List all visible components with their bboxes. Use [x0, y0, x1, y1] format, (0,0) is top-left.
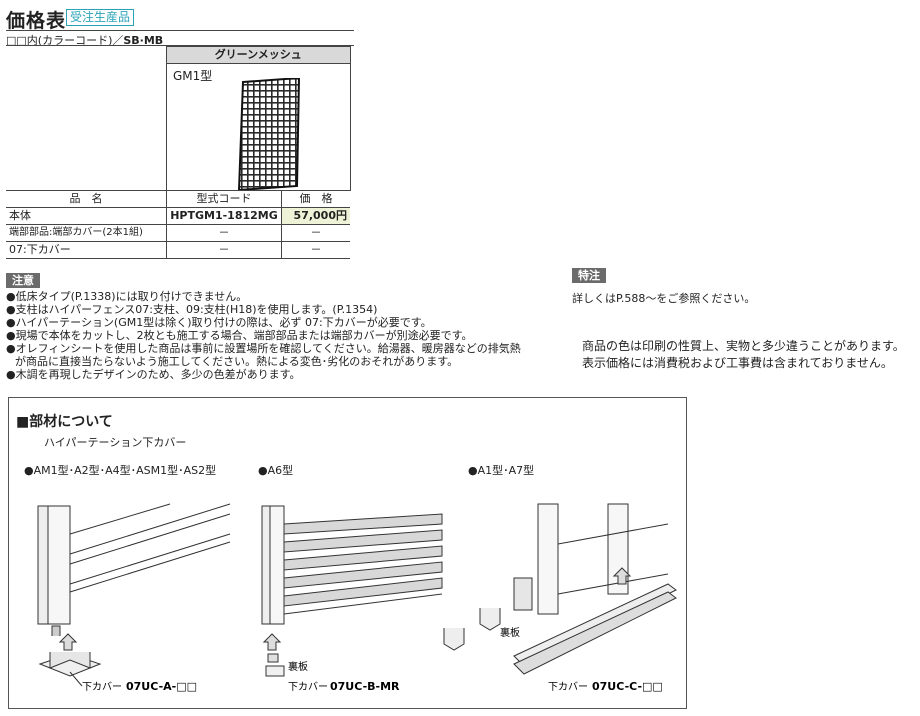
- cover-a-label-code: 07UC-A-□□: [126, 680, 197, 693]
- ura-label: 裏板: [500, 626, 520, 639]
- cover-b-label-code: 07UC-B-MR: [330, 680, 400, 693]
- parts-section: [8, 397, 687, 709]
- ura-label: 裏板: [288, 660, 308, 673]
- cover-c-label-code: 07UC-C-□□: [592, 680, 663, 693]
- notes-tag-wrap: 注意: [6, 269, 40, 288]
- row-price: －: [281, 241, 350, 259]
- color-code-prefix: □□内(カラーコード)／: [6, 34, 124, 47]
- special-order-text: 詳しくはP.588～をご参照ください。: [572, 292, 756, 305]
- col-header-name: 品 名: [6, 190, 167, 208]
- price-table: グリーンメッシュ GM1型 品 名 型式コード 価 格 本体 HPTGM1-1: [6, 46, 351, 259]
- special-order-section: 特注 詳しくはP.588～をご参照ください。: [572, 268, 755, 306]
- group-caption: ●A6型: [258, 464, 294, 477]
- cover-b-label-prefix: 下カバー: [288, 681, 328, 693]
- row-price: －: [281, 224, 350, 242]
- model-label: GM1型: [173, 69, 213, 83]
- note-item: ●オレフィンシートを使用した商品は事前に設置場所を確認してください。給湯器、暖房…: [6, 342, 521, 355]
- row-name: 本体: [6, 207, 167, 225]
- col-header-code: 型式コード: [166, 190, 282, 208]
- notes-tag: 注意: [6, 273, 40, 288]
- group-caption: ●A1型･A7型: [468, 464, 535, 477]
- product-image-cell: GM1型: [166, 63, 351, 191]
- note-item: ●木調を再現したデザインのため、多少の色差があります。: [6, 368, 301, 381]
- product-header: グリーンメッシュ: [166, 46, 351, 64]
- parts-subtitle: ハイパーテーション下カバー: [44, 436, 187, 449]
- col-header-price: 価 格: [281, 190, 350, 208]
- table-row: 07:下カバー － －: [6, 241, 350, 259]
- note-item: ●支柱はハイパーフェンス07:支柱、09:支柱(H18)を使用します。(P.13…: [6, 303, 378, 316]
- cover-a-label-prefix: 下カバー: [82, 681, 122, 693]
- disclaimer-line: 表示価格には消費税および工事費は含まれておりません。: [582, 356, 893, 370]
- title-rule: [6, 30, 354, 31]
- color-code-value: SB·MB: [123, 34, 164, 47]
- row-name: 07:下カバー: [6, 241, 167, 259]
- disclaimer: 商品の色は印刷の性質上、実物と多少違うことがあります。 表示価格には消費税および…: [582, 338, 905, 372]
- header-rule: [6, 45, 354, 46]
- special-order-tag: 特注: [572, 268, 606, 283]
- color-code-line: □□内(カラーコード)／SB·MB: [6, 32, 163, 48]
- parts-title: ■部材について: [16, 414, 113, 430]
- note-item: ●現場で本体をカットし、2枚とも施工する場合、端部部品または端部カバーが別途必要…: [6, 329, 473, 342]
- note-item: が商品に直接当たらないよう施工してください。熱による変色･劣化のおそれがあります…: [15, 355, 459, 368]
- made-to-order-badge: 受注生産品: [66, 9, 135, 26]
- notes-list: ●低床タイプ(P.1338)には取り付けできません。 ●支柱はハイパーフェンス0…: [6, 290, 566, 381]
- table-row: 端部部品:端部カバー(2本1組) － －: [6, 224, 350, 242]
- note-item: ●ハイパーテーション(GM1型は除く)取り付けの際は、必ず 07:下カバーが必要…: [6, 316, 432, 329]
- row-code: －: [166, 241, 282, 259]
- row-name: 端部部品:端部カバー(2本1組): [6, 224, 167, 242]
- note-item: ●低床タイプ(P.1338)には取り付けできません。: [6, 290, 248, 303]
- row-code: HPTGM1-1812MG: [166, 207, 282, 225]
- page-title: 価格表: [6, 10, 67, 32]
- cover-a-illustration: 下カバー 07UC-A-□□: [37, 503, 231, 693]
- table-row: 本体 HPTGM1-1812MG 57,000円: [6, 207, 350, 225]
- cover-c-illustration: 裏板 下カバー 07UC-C-□□: [443, 503, 677, 693]
- row-code: －: [166, 224, 282, 242]
- group-caption: ●AM1型･A2型･A4型･ASM1型･AS2型: [24, 464, 217, 477]
- cover-c-label-prefix: 下カバー: [548, 681, 588, 693]
- green-mesh-panel-image: [237, 78, 301, 190]
- cover-b-illustration: 裏板 下カバー 07UC-B-MR: [261, 505, 443, 693]
- disclaimer-line: 商品の色は印刷の性質上、実物と多少違うことがあります。: [582, 339, 905, 353]
- row-price: 57,000円: [281, 207, 350, 225]
